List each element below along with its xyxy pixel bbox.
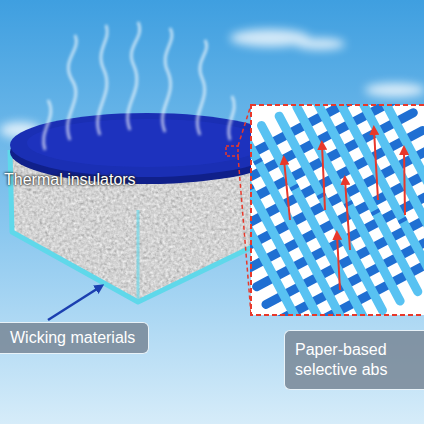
- layer-label: Thermal insulators: [4, 170, 136, 190]
- label-box: Paper-based selective abs: [284, 330, 424, 390]
- node-text: Wicking materials: [10, 328, 138, 348]
- node-text: Paper-based selective abs: [295, 340, 414, 380]
- label-box: Wicking materials: [0, 322, 149, 354]
